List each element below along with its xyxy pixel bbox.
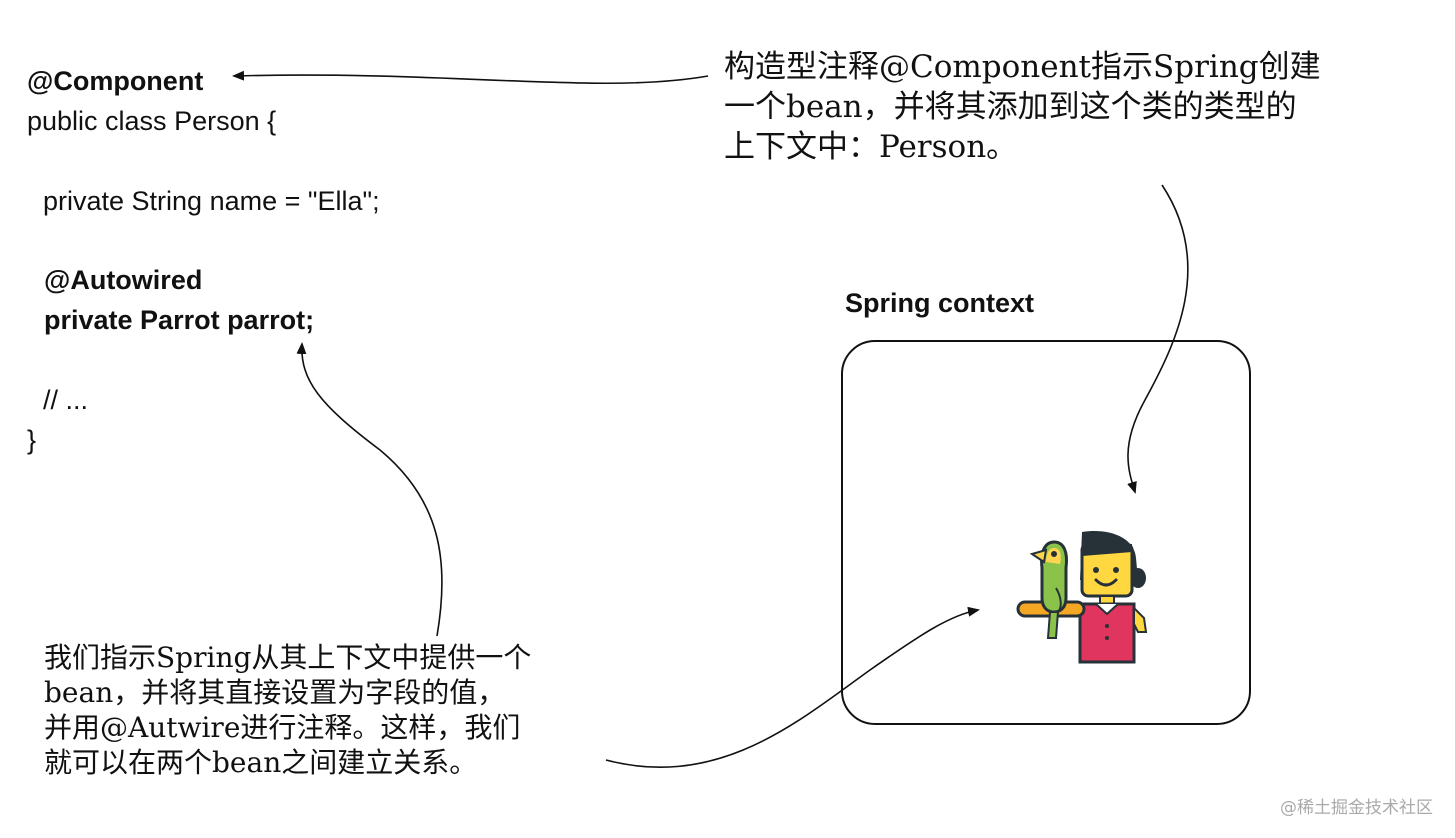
component-explanation-line: 一个bean，并将其添加到这个类的类型的 — [724, 89, 1297, 125]
autowire-explanation-line: 就可以在两个bean之间建立关系。 — [44, 746, 478, 779]
autowire-explanation-line: 并用@Autwire进行注释。这样，我们 — [44, 711, 521, 744]
autowire-explanation-line: 我们指示Spring从其上下文中提供一个 — [44, 641, 532, 674]
arrow-relationship — [605, 606, 980, 769]
component-annotation: @Component — [27, 66, 204, 96]
name-field: private String name = "Ella"; — [43, 186, 380, 216]
arrow-autowired — [296, 342, 443, 637]
autowire-explanation-line: bean，并将其直接设置为字段的值， — [44, 676, 506, 709]
component-explanation-line: 上下文中：Person。 — [724, 129, 1018, 165]
watermark: @稀土掘金技术社区 — [1280, 798, 1433, 818]
autowired-annotation: @Autowired — [44, 265, 203, 295]
parrot-field: private Parrot parrot; — [44, 305, 315, 335]
ponytail-icon — [1130, 568, 1146, 588]
component-explanation-line: 构造型注释@Component指示Spring创建 — [724, 49, 1321, 85]
spring-context-title: Spring context — [845, 288, 1035, 318]
person-with-parrot-icon — [1016, 531, 1148, 664]
arrow-component — [232, 70, 709, 85]
component-explanation: 构造型注释@Component指示Spring创建 一个bean，并将其添加到这… — [724, 47, 1321, 167]
arrow-context — [1127, 184, 1189, 494]
autowire-explanation: 我们指示Spring从其上下文中提供一个 bean，并将其直接设置为字段的值， … — [44, 640, 531, 780]
spring-context-box — [841, 340, 1251, 725]
closing-brace: } — [27, 425, 37, 455]
class-declaration: public class Person { — [27, 106, 277, 136]
ellipsis-comment: // ... — [43, 385, 89, 415]
